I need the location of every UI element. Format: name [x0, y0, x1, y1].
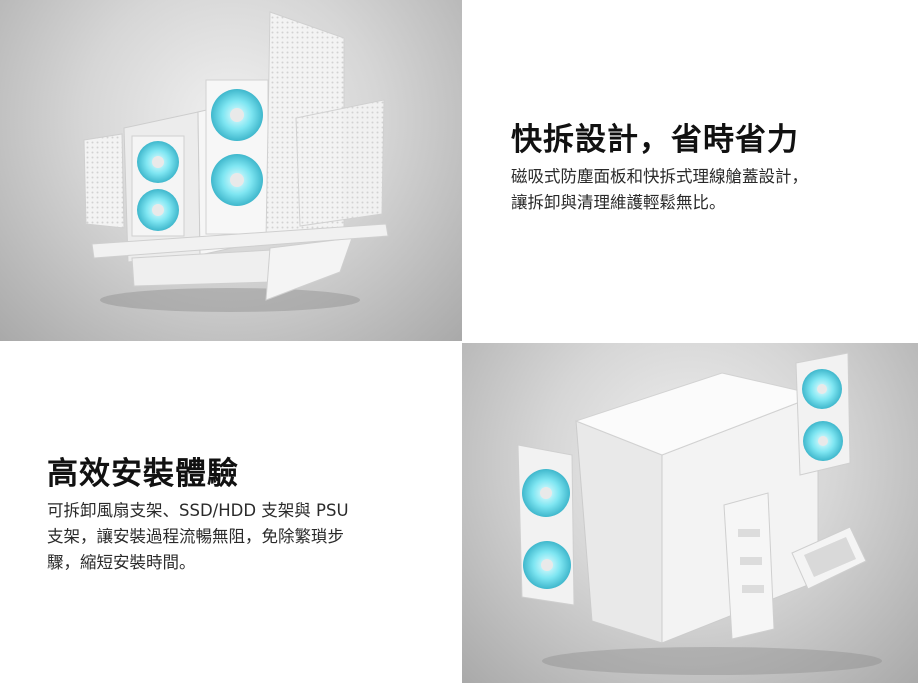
installation-text: 高效安裝體驗 可拆卸風扇支架、SSD/HDD 支架與 PSU 支架，讓安裝過程流…: [47, 452, 427, 576]
description-line: 驟，縮短安裝時間。: [47, 553, 196, 572]
section-heading: 快拆設計，省時省力: [511, 122, 799, 158]
exploded-case-illustration: [83, 11, 389, 312]
product-image-brackets: [462, 343, 918, 683]
description-line: 可拆卸風扇支架、SSD/HDD 支架與 PSU: [47, 501, 349, 520]
removable-brackets-illustration: [517, 352, 882, 675]
quick-release-text: 快拆設計，省時省力 磁吸式防塵面板和快拆式理線艙蓋設計， 讓拆卸與清理維護輕鬆無…: [511, 118, 891, 216]
description-line: 讓拆卸與清理維護輕鬆無比。: [511, 193, 726, 212]
section-heading: 高效安裝體驗: [47, 456, 239, 492]
section-description: 可拆卸風扇支架、SSD/HDD 支架與 PSU 支架，讓安裝過程流暢無阻，免除繁…: [47, 498, 427, 576]
description-line: 支架，讓安裝過程流暢無阻，免除繁瑣步: [47, 527, 344, 546]
product-image-quick-release: [0, 0, 462, 341]
section-description: 磁吸式防塵面板和快拆式理線艙蓋設計， 讓拆卸與清理維護輕鬆無比。: [511, 164, 891, 216]
description-line: 磁吸式防塵面板和快拆式理線艙蓋設計，: [511, 167, 808, 186]
